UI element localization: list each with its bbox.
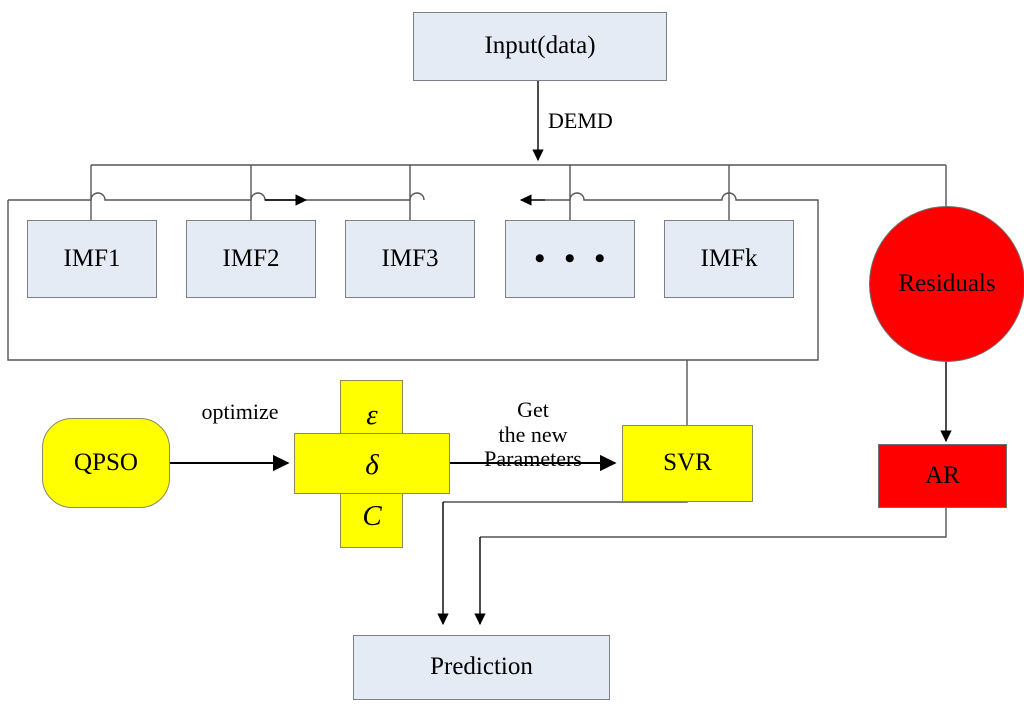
node-svr-label: SVR <box>663 449 712 477</box>
node-prediction[interactable]: Prediction <box>353 635 610 700</box>
node-input-data[interactable]: Input(data) <box>413 12 667 81</box>
node-residuals[interactable]: Residuals <box>869 206 1024 362</box>
node-imf2[interactable]: IMF2 <box>186 220 316 298</box>
node-qpso-label: QPSO <box>74 448 138 476</box>
node-imf2-label: IMF2 <box>222 244 280 272</box>
edge-label-optimize: optimize <box>201 399 279 424</box>
node-input-data-label: Input(data) <box>484 32 596 60</box>
node-imfk-label: IMFk <box>700 244 758 272</box>
param-c: C <box>362 500 382 532</box>
node-imfk[interactable]: IMFk <box>664 220 794 298</box>
node-ar[interactable]: AR <box>878 444 1007 508</box>
node-imf1-label: IMF1 <box>63 244 121 272</box>
node-imf-ellipsis[interactable]: • • • <box>505 220 635 298</box>
node-ar-label: AR <box>925 461 960 489</box>
collector-top-right <box>545 192 743 201</box>
param-delta: δ <box>365 449 379 481</box>
edge-ar-route <box>480 508 947 538</box>
node-imf1[interactable]: IMF1 <box>27 220 157 298</box>
node-prediction-label: Prediction <box>430 653 533 681</box>
node-svr[interactable]: SVR <box>622 425 753 502</box>
param-epsilon: ε <box>366 399 378 431</box>
collector-top-left <box>8 192 425 201</box>
node-svr-parameters-cross[interactable]: ε δ C <box>293 379 451 549</box>
node-imf3[interactable]: IMF3 <box>345 220 475 298</box>
edge-label-get-new-parameters: Get the new Parameters <box>484 397 582 472</box>
cross-center-fill <box>341 434 402 493</box>
node-imf3-label: IMF3 <box>381 244 439 272</box>
node-qpso[interactable]: QPSO <box>42 418 170 508</box>
edge-label-demd: DEMD <box>548 108 613 133</box>
node-residuals-label: Residuals <box>898 270 996 297</box>
node-imf-ellipsis-label: • • • <box>534 242 611 276</box>
